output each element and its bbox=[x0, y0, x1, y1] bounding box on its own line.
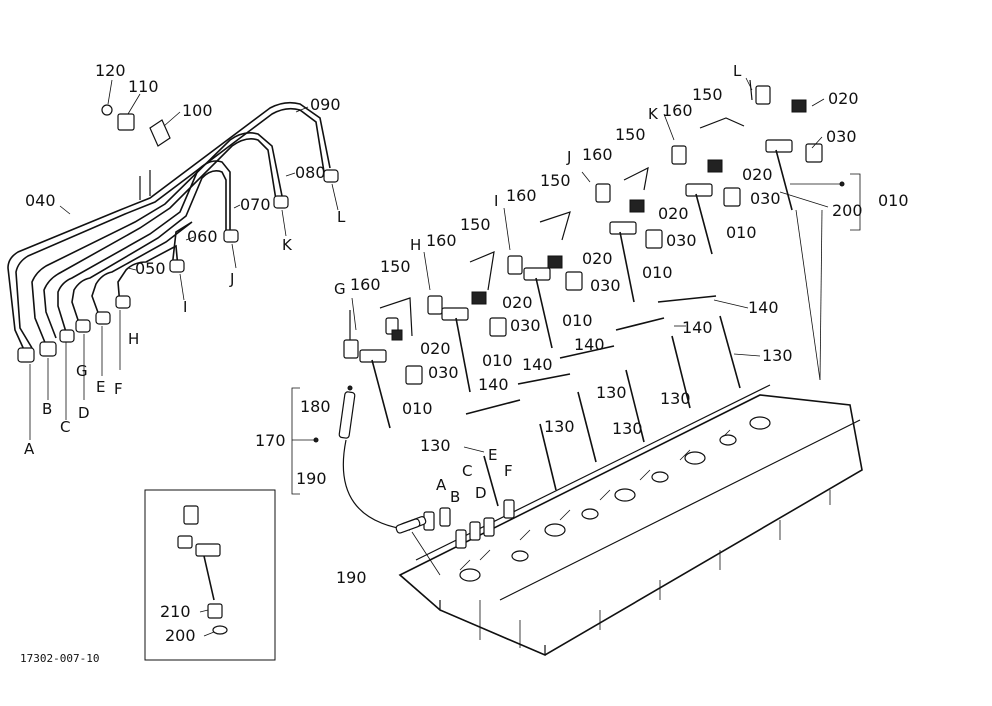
label-130-e: 130 bbox=[612, 419, 643, 438]
label-130-a: 130 bbox=[762, 346, 793, 365]
letter-a-head: A bbox=[436, 476, 447, 494]
glow-plugs bbox=[483, 315, 741, 507]
injection-pipe-bundle bbox=[7, 101, 331, 353]
label-130-d: 130 bbox=[544, 417, 575, 436]
letter-c-pipe: C bbox=[60, 418, 70, 436]
label-030-k: 030 bbox=[750, 189, 781, 208]
letter-g-pipe: G bbox=[76, 362, 88, 380]
leader-lines-left bbox=[29, 106, 339, 440]
letter-h-injector: H bbox=[410, 236, 421, 254]
label-060: 060 bbox=[187, 227, 218, 246]
label-030-h: 030 bbox=[510, 316, 541, 335]
label-090: 090 bbox=[310, 95, 341, 114]
label-160-g: 160 bbox=[350, 275, 381, 294]
glow-plug-leads bbox=[465, 295, 717, 415]
drawing-code: 17302-007-10 bbox=[20, 652, 99, 665]
label-200-inset: 200 bbox=[165, 626, 196, 645]
label-160-i: 160 bbox=[506, 186, 537, 205]
label-140-c: 140 bbox=[574, 335, 605, 354]
label-130-f: 130 bbox=[420, 436, 451, 455]
glow-plug-wire bbox=[313, 181, 845, 534]
letter-k-injector: K bbox=[648, 105, 659, 123]
label-100: 100 bbox=[182, 101, 213, 120]
pipe-clamp-parts bbox=[101, 79, 181, 147]
label-010-k: 010 bbox=[726, 223, 757, 242]
letter-h-pipe: H bbox=[128, 330, 139, 348]
label-140-a: 140 bbox=[748, 298, 779, 317]
label-030-l: 030 bbox=[826, 127, 857, 146]
label-130-b: 130 bbox=[660, 389, 691, 408]
label-020-g: 020 bbox=[420, 339, 451, 358]
letter-e-head: E bbox=[488, 446, 497, 464]
label-150-h: 150 bbox=[460, 215, 491, 234]
label-210: 210 bbox=[160, 602, 191, 621]
letter-g-injector: G bbox=[334, 280, 346, 298]
letter-b-pipe: B bbox=[42, 400, 52, 418]
letter-i-pipe: I bbox=[183, 298, 187, 316]
label-160-j: 160 bbox=[582, 145, 613, 164]
label-140-d: 140 bbox=[522, 355, 553, 374]
letter-e-pipe: E bbox=[96, 378, 105, 396]
label-200-main: 200 bbox=[832, 201, 863, 220]
letter-i-injector: I bbox=[494, 192, 498, 210]
label-040: 040 bbox=[25, 191, 56, 210]
letter-c-head: C bbox=[462, 462, 472, 480]
label-150-j: 150 bbox=[615, 125, 646, 144]
label-030-g: 030 bbox=[428, 363, 459, 382]
part-number-labels: 120 110 100 090 080 070 060 050 040 020 … bbox=[25, 61, 909, 645]
label-010-j: 010 bbox=[642, 263, 673, 282]
label-140-e: 140 bbox=[478, 375, 509, 394]
label-050: 050 bbox=[135, 259, 166, 278]
label-150-k: 150 bbox=[692, 85, 723, 104]
group-brackets bbox=[291, 173, 861, 495]
letter-f-pipe: F bbox=[114, 380, 123, 398]
label-190-bracket: 190 bbox=[296, 469, 327, 488]
connection-letter-labels: L K J I H G F E D C B A L K J I H G A B … bbox=[24, 62, 742, 506]
label-020-l: 020 bbox=[828, 89, 859, 108]
label-010-i: 010 bbox=[562, 311, 593, 330]
label-140-b: 140 bbox=[682, 318, 713, 337]
label-160-h: 160 bbox=[426, 231, 457, 250]
label-020-i: 020 bbox=[582, 249, 613, 268]
label-010-g: 010 bbox=[402, 399, 433, 418]
label-130-c: 130 bbox=[596, 383, 627, 402]
label-080: 080 bbox=[295, 163, 326, 182]
label-020-j: 020 bbox=[658, 204, 689, 223]
label-110: 110 bbox=[128, 77, 159, 96]
letter-d-pipe: D bbox=[78, 404, 90, 422]
letter-f-head: F bbox=[504, 462, 513, 480]
label-030-i: 030 bbox=[590, 276, 621, 295]
letter-l-injector: L bbox=[733, 62, 742, 80]
label-020-k: 020 bbox=[742, 165, 773, 184]
label-170: 170 bbox=[255, 431, 286, 450]
letter-d-head: D bbox=[475, 484, 487, 502]
letter-l-pipe: L bbox=[337, 208, 346, 226]
label-070: 070 bbox=[240, 195, 271, 214]
label-120: 120 bbox=[95, 61, 126, 80]
letter-j-injector: J bbox=[566, 148, 571, 166]
label-030-j: 030 bbox=[666, 231, 697, 250]
label-010-main: 010 bbox=[878, 191, 909, 210]
label-190-wire: 190 bbox=[336, 568, 367, 587]
label-150-i: 150 bbox=[540, 171, 571, 190]
inset-detail-box bbox=[144, 489, 276, 661]
label-020-h: 020 bbox=[502, 293, 533, 312]
pipe-fittings bbox=[17, 169, 339, 363]
label-150-g: 150 bbox=[380, 257, 411, 276]
letter-j-pipe: J bbox=[229, 270, 234, 288]
letter-a-pipe: A bbox=[24, 440, 35, 458]
letter-k-pipe: K bbox=[282, 236, 293, 254]
label-160-k: 160 bbox=[662, 101, 693, 120]
injector-assemblies bbox=[343, 79, 823, 429]
label-010-h: 010 bbox=[482, 351, 513, 370]
leader-lines-right bbox=[351, 77, 829, 576]
letter-b-head: B bbox=[450, 488, 460, 506]
label-180: 180 bbox=[300, 397, 331, 416]
